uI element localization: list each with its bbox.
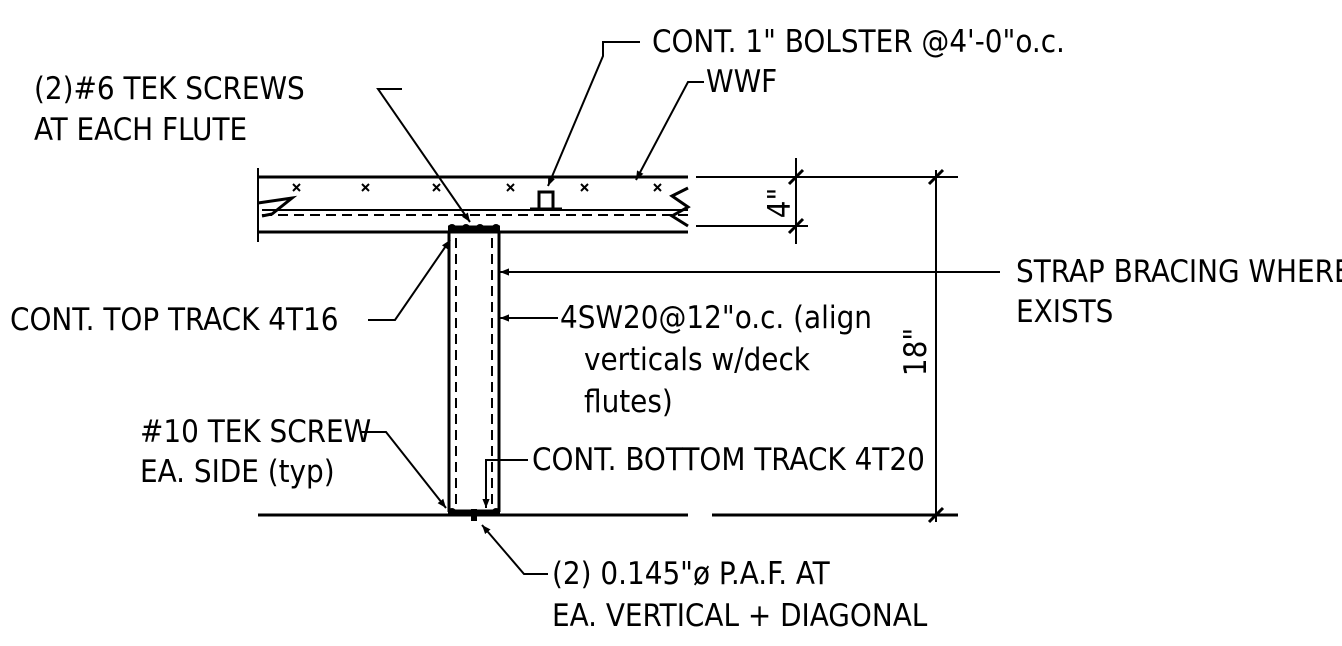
screw-dot-icon (476, 224, 484, 232)
tek6-label-line1: (2)#6 TEK SCREWS (34, 71, 305, 107)
strap-label-line1: STRAP BRACING WHERE (1016, 254, 1342, 290)
wwf-label: WWF (706, 64, 777, 100)
wire-mesh-crosses (292, 183, 662, 192)
stud-wall (447, 224, 501, 521)
floor-slab (257, 168, 691, 242)
screw-dot-icon (462, 224, 470, 232)
tek10-label-line1: #10 TEK SCREW (140, 414, 371, 450)
dim-4-text: 4" (762, 188, 798, 219)
dim-4in: 4" (696, 158, 808, 244)
right-break-line-icon (669, 186, 691, 228)
annotations: CONT. 1" BOLSTER @4'-0"o.c. (2)#6 TEK SC… (10, 24, 1342, 634)
top-track-label: CONT. TOP TRACK 4T16 (10, 302, 339, 338)
dim-18in: 18" (712, 168, 958, 524)
tek10-label-line2: EA. SIDE (typ) (140, 454, 335, 490)
leaders (360, 41, 1000, 575)
studs-label-line1: 4SW20@12"o.c. (align (560, 300, 872, 336)
dim-18-text: 18" (898, 328, 934, 376)
paf-label-line2: EA. VERTICAL + DIAGONAL (552, 598, 928, 634)
paf-label-line1: (2) 0.145"ø P.A.F. AT (552, 556, 831, 592)
screw-dot-icon (492, 224, 500, 232)
bottom-track-label: CONT. BOTTOM TRACK 4T20 (532, 442, 925, 478)
screw-dot-icon (448, 224, 456, 232)
bolster-shape (537, 190, 555, 209)
left-break-line-icon (257, 195, 298, 218)
bolster-label: CONT. 1" BOLSTER @4'-0"o.c. (652, 24, 1065, 60)
studs-label-line3: flutes) (584, 384, 673, 420)
tek6-label-line2: AT EACH FLUTE (34, 112, 247, 148)
strap-label-line2: EXISTS (1016, 294, 1113, 330)
studs-label-line2: verticals w/deck (584, 342, 811, 378)
